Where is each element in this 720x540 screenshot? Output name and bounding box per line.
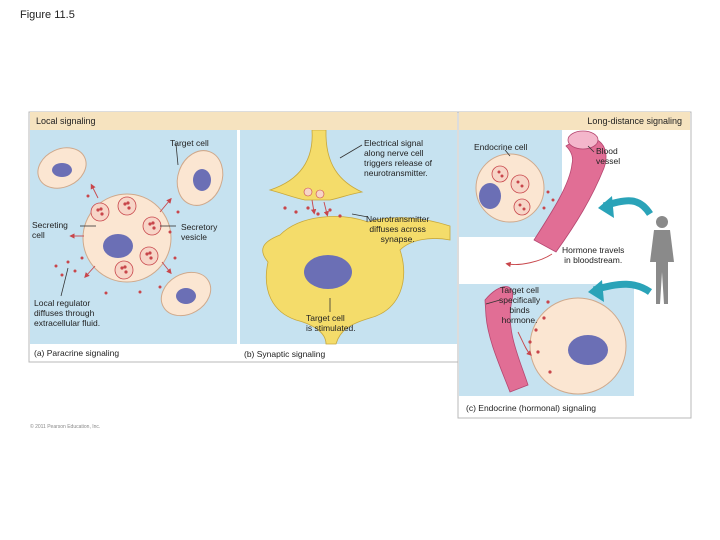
caption-paracrine: (a) Paracrine signaling <box>34 348 120 358</box>
label-line: specifically <box>499 295 541 305</box>
local-signaling-label: Local signaling <box>36 116 96 126</box>
label-line: vesicle <box>181 232 207 242</box>
nerve-cell-axon <box>268 129 364 201</box>
local-signaling-header: Local signaling <box>30 112 457 130</box>
label-line: Electrical signal <box>364 138 424 148</box>
vesicle <box>114 260 134 280</box>
target-stimulated-label: Target cell is stimulated. <box>306 313 356 333</box>
target-cell-label: Target cell <box>170 138 209 148</box>
neurotransmitter-label: Neurotransmitter diffuses across synapse… <box>366 214 429 244</box>
label-line: Neurotransmitter <box>366 214 430 224</box>
label-line: Target cell <box>500 285 539 295</box>
secretory-vesicle-label: Secretory vesicle <box>181 222 217 242</box>
electrical-signal-label: Electrical signal along nerve cell trigg… <box>364 138 432 178</box>
copyright-notice: © 2011 Pearson Education, Inc. <box>30 424 101 430</box>
vesicle <box>90 202 110 222</box>
blood-vessel <box>533 137 607 253</box>
label-line: Blood <box>596 146 618 156</box>
label-line: along nerve cell <box>364 148 424 158</box>
long-distance-header: Long-distance signaling <box>459 112 690 130</box>
target-nerve-cell <box>262 216 451 345</box>
vesicle <box>142 216 162 236</box>
label-line: diffuses across <box>369 224 426 234</box>
label-line: Hormone travels <box>562 245 625 255</box>
secreting-cell-label: Secreting cell <box>32 220 68 240</box>
blood-vessel-lower <box>484 286 529 393</box>
target-nerve-nucleus <box>304 255 352 289</box>
vesicle <box>139 246 159 266</box>
local-regulator-label: Local regulator diffuses through extrace… <box>34 298 100 328</box>
label-line: extracellular fluid. <box>34 318 101 328</box>
label-line: Secretory <box>181 222 218 232</box>
label-line: synapse. <box>380 234 415 244</box>
figure-title: Figure 11.5 <box>20 9 75 21</box>
human-silhouette-icon <box>650 216 674 304</box>
label-line: cell <box>32 230 45 240</box>
label-line: vessel <box>596 156 621 166</box>
vesicle <box>117 196 137 216</box>
label-line: in bloodstream. <box>564 255 623 265</box>
label-line: triggers release of <box>364 158 433 168</box>
label-line: binds <box>509 305 530 315</box>
endocrine-cell-label: Endocrine cell <box>474 142 528 152</box>
label-line: Local regulator <box>34 298 91 308</box>
label-line: diffuses through <box>34 308 95 318</box>
secreting-cell-nucleus <box>103 234 133 258</box>
label-line: neurotransmitter. <box>364 168 428 178</box>
label-line: is stimulated. <box>306 323 356 333</box>
label-line: Target cell <box>306 313 345 323</box>
blood-vessel-label: Blood vessel <box>596 146 620 166</box>
caption-endocrine: (c) Endocrine (hormonal) signaling <box>466 403 596 413</box>
hormone-travels-label: Hormone travels in bloodstream. <box>562 245 624 265</box>
caption-synaptic: (b) Synaptic signaling <box>244 349 326 359</box>
target-binds-label: Target cell specifically binds hormone. <box>499 285 540 325</box>
label-line: hormone. <box>501 315 538 325</box>
long-distance-label: Long-distance signaling <box>587 116 682 126</box>
label-line: Secreting <box>32 220 68 230</box>
